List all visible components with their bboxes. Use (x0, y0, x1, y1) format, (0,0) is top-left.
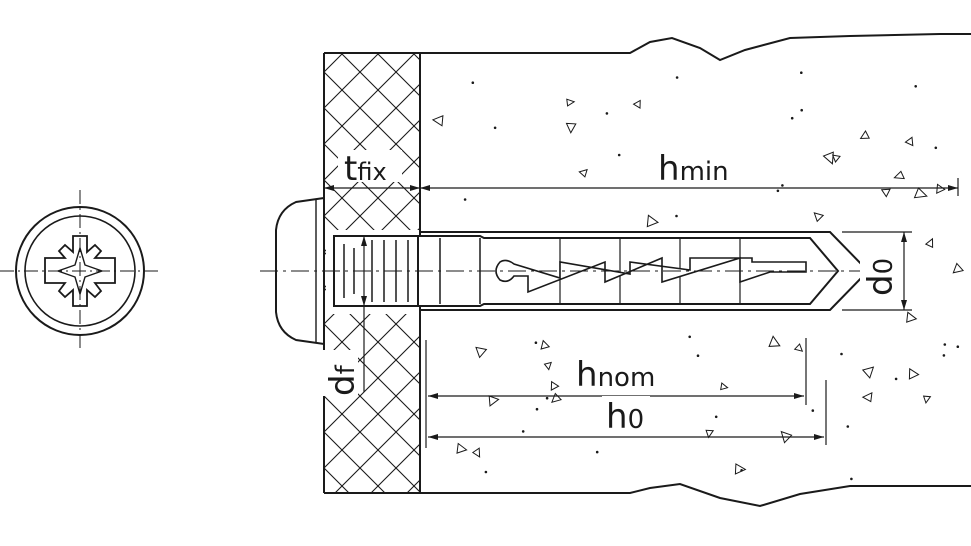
hnom-sub: nom (598, 363, 656, 393)
svg-text:hnom: hnom (576, 355, 655, 395)
aggregate-stone (768, 335, 781, 347)
label-df: df (322, 350, 363, 396)
aggregate-stone (488, 395, 500, 407)
aggregate-dot (776, 189, 780, 193)
aggregate-dot (740, 469, 743, 472)
aggregate-stone (908, 367, 920, 380)
aggregate-dot (840, 352, 843, 356)
aggregate-dot (521, 430, 525, 433)
aggregate-stone (734, 463, 747, 475)
aggregate-stone (906, 311, 918, 323)
aggregate-stone (793, 343, 804, 352)
aggregate-dot (595, 450, 599, 454)
concrete-aggregate-pattern (431, 71, 965, 481)
aggregate-stone (893, 170, 906, 180)
aggregate-stone (565, 122, 577, 134)
aggregate-dot (493, 126, 497, 130)
label-hnom: hnom (572, 354, 664, 395)
aggregate-stone (471, 447, 481, 458)
aggregate-dot (934, 146, 938, 150)
label-tfix: tfix (338, 149, 402, 189)
svg-text:hmin: hmin (658, 149, 729, 189)
aggregate-stone (543, 361, 552, 371)
aggregate-dot (545, 396, 549, 400)
aggregate-stone (632, 99, 641, 109)
label-hmin: hmin (654, 148, 736, 189)
aggregate-stone (924, 237, 934, 249)
concrete-base-material (324, 33, 971, 508)
tfix-main: t (344, 149, 357, 189)
aggregate-dot (534, 341, 538, 345)
label-h0: h0 (602, 396, 650, 437)
aggregate-dot (800, 71, 803, 74)
svg-text:tfix: tfix (344, 149, 387, 189)
aggregate-dot (714, 415, 718, 419)
df-main: d (323, 374, 363, 396)
aggregate-stone (936, 183, 946, 195)
aggregate-dot (846, 425, 850, 428)
aggregate-dot (696, 354, 700, 358)
aggregate-dot (484, 470, 488, 474)
svg-text:df: df (323, 364, 363, 396)
aggregate-dot (605, 112, 609, 115)
label-d0: d0 (860, 248, 901, 298)
aggregate-stone (540, 339, 551, 350)
hmin-sub: min (680, 157, 729, 187)
aggregate-dot (617, 153, 621, 157)
aggregate-stone (566, 98, 576, 107)
df-sub: f (331, 364, 361, 374)
aggregate-stone (831, 154, 841, 163)
aggregate-dot (790, 116, 794, 120)
aggregate-dot (463, 198, 467, 201)
svg-text:d0: d0 (861, 258, 901, 296)
aggregate-stone (456, 442, 468, 454)
aggregate-dot (800, 108, 804, 112)
hnom-main: h (576, 355, 598, 395)
aggregate-stone (904, 136, 914, 147)
aggregate-dot (894, 377, 898, 381)
aggregate-dot (471, 81, 475, 84)
aggregate-dot (811, 409, 815, 412)
screw-head-top-view (0, 190, 160, 352)
aggregate-dot (781, 184, 784, 187)
h0-sub: 0 (628, 405, 645, 435)
hmin-main: h (658, 149, 680, 189)
aggregate-dot (675, 214, 678, 218)
aggregate-stone (813, 212, 825, 223)
aggregate-stone (913, 187, 928, 199)
aggregate-dot (956, 345, 960, 349)
aggregate-stone (822, 151, 834, 165)
aggregate-stone (859, 130, 871, 140)
pozidriv-recess-icon (44, 235, 116, 307)
aggregate-stone (720, 382, 729, 391)
aggregate-dot (914, 85, 918, 88)
aggregate-dot (943, 343, 947, 346)
aggregate-stone (578, 168, 588, 178)
aggregate-stone (705, 429, 715, 439)
aggregate-dot (675, 76, 679, 79)
tfix-sub: fix (357, 158, 386, 186)
d0-sub: 0 (869, 258, 899, 275)
aggregate-stone (922, 395, 932, 404)
d0-main: d (861, 274, 901, 296)
aggregate-stone (646, 214, 660, 228)
aggregate-stone (880, 188, 891, 198)
aggregate-dot (535, 407, 539, 411)
aggregate-stone (550, 380, 560, 391)
aggregate-stone (952, 262, 965, 274)
aggregate-dot (850, 477, 853, 481)
aggregate-stone (861, 366, 875, 379)
aggregate-stone (861, 391, 873, 403)
aggregate-stone (475, 346, 488, 359)
aggregate-dot (942, 354, 946, 357)
aggregate-stone (431, 115, 444, 127)
aggregate-dot (688, 335, 692, 339)
h0-main: h (606, 397, 628, 437)
aggregate-stone (551, 392, 563, 403)
svg-text:h0: h0 (606, 397, 644, 437)
